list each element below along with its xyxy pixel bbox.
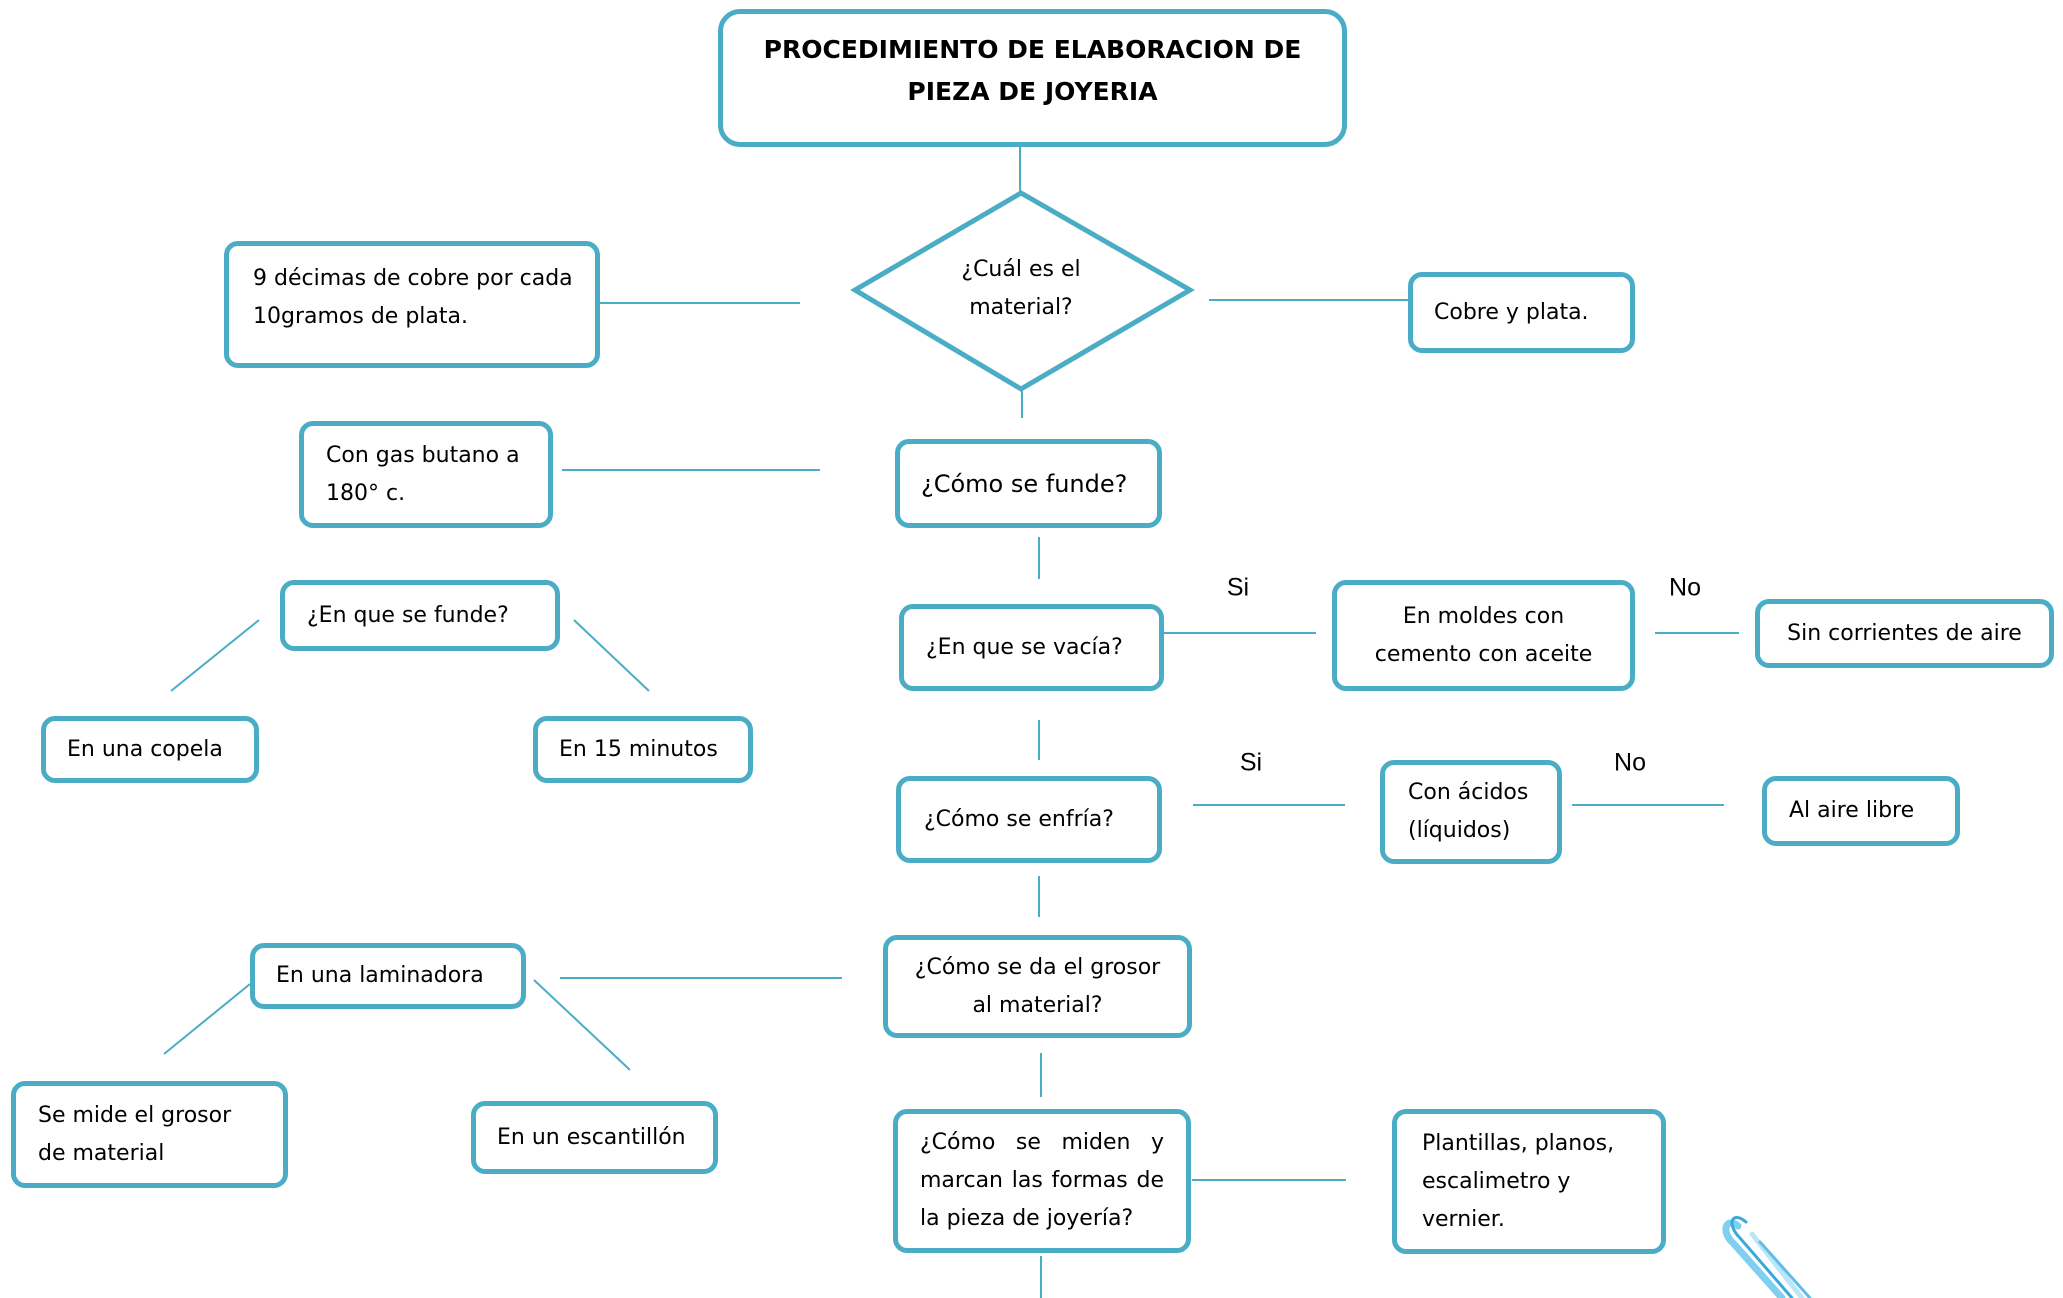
cooling-question-text: ¿Cómo se enfría? [924,806,1114,832]
shapes-tools-box: Plantillas, planos, escalimetro y vernie… [1392,1109,1666,1254]
material-ratio-line-1: 9 décimas de cobre por cada [253,265,573,291]
shapes-tools-line-1: Plantillas, planos, [1422,1130,1615,1156]
shapes-question-box: ¿Cómo se miden y marcan las formas de la… [893,1109,1191,1253]
title-line-2: PIEZA DE JOYERIA [907,77,1158,106]
melting-question-text: ¿Cómo se funde? [921,469,1128,498]
material-ratio-box: 9 décimas de cobre por cada 10gramos de … [224,241,600,368]
melting-container-question-box: ¿En que se funde? [280,580,560,651]
cooling-acids-line-2: (líquidos) [1408,818,1511,843]
pouring-molds-line-2: cemento con aceite [1374,641,1593,667]
connector-container-to-time [573,619,650,692]
pouring-question-text: ¿En que se vacía? [926,634,1123,660]
cooling-air-box: Al aire libre [1762,776,1960,846]
melting-time-text: En 15 minutos [559,736,718,762]
pouring-molds-box: En moldes con cemento con aceite [1332,580,1635,691]
edge-label-cooling-no: No [1614,748,1646,777]
thickness-rolling-text: En una laminadora [276,963,484,988]
melting-method-line-2: 180° c. [326,480,406,506]
thickness-measure-line-1: Se mide el grosor [38,1102,232,1128]
decision-diamond [850,190,1195,392]
title-line-1: PROCEDIMIENTO DE ELABORACION DE [763,35,1302,64]
thickness-gauge-box: En un escantillón [471,1101,718,1174]
material-answer-text: Cobre y plata. [1434,299,1589,325]
melting-container-question-text: ¿En que se funde? [307,602,509,628]
edge-label-cooling-yes: Si [1239,748,1263,777]
material-question-line-1: ¿Cuál es el [961,257,1081,282]
thickness-gauge-text: En un escantillón [497,1124,686,1150]
cooling-acids-box: Con ácidos (líquidos) [1380,760,1562,864]
edge-label-pouring-yes: Si [1226,573,1250,602]
connector-rolling-to-measure [163,983,251,1055]
shapes-tools-line-2: escalimetro y [1422,1168,1571,1194]
shapes-tools-line-3: vernier. [1422,1206,1505,1232]
shapes-question-line-1: ¿Cómo se miden y [920,1130,1164,1155]
thickness-question-line-2: al material? [972,992,1103,1018]
thickness-measure-box: Se mide el grosor de material [11,1081,288,1188]
pouring-condition-text: Sin corrientes de aire [1787,620,2022,646]
shapes-question-line-3: la pieza de joyería? [920,1206,1134,1231]
melting-container-text: En una copela [67,736,223,762]
material-ratio-line-2: 10gramos de plata. [253,303,468,329]
pouring-molds-line-1: En moldes con [1402,603,1565,629]
pouring-question-box: ¿En que se vacía? [899,604,1164,691]
melting-method-line-1: Con gas butano a [326,442,520,468]
pouring-condition-box: Sin corrientes de aire [1755,599,2054,668]
connector-container-to-copela [170,619,260,692]
material-answer-box: Cobre y plata. [1408,272,1635,353]
cooling-air-text: Al aire libre [1789,798,1915,823]
thickness-question-box: ¿Cómo se da el grosor al material? [883,935,1192,1038]
cooling-acids-line-1: Con ácidos [1408,780,1529,805]
melting-question-box: ¿Cómo se funde? [895,439,1162,528]
paperclip-icon [1722,1216,1812,1298]
material-question: ¿Cuál es el material? [901,251,1141,327]
title-box: PROCEDIMIENTO DE ELABORACION DE PIEZA DE… [718,9,1347,147]
cooling-question-box: ¿Cómo se enfría? [896,776,1162,863]
melting-time-box: En 15 minutos [533,716,753,783]
thickness-rolling-box: En una laminadora [250,943,526,1009]
connector-rolling-to-gauge [533,979,631,1071]
melting-container-box: En una copela [41,716,259,783]
melting-method-box: Con gas butano a 180° c. [299,421,553,528]
edge-label-pouring-no: No [1669,573,1701,602]
thickness-measure-line-2: de material [38,1140,165,1166]
shapes-question-line-2: marcan las formas de [920,1168,1164,1193]
material-question-line-2: material? [969,295,1073,320]
thickness-question-line-1: ¿Cómo se da el grosor [914,954,1161,980]
